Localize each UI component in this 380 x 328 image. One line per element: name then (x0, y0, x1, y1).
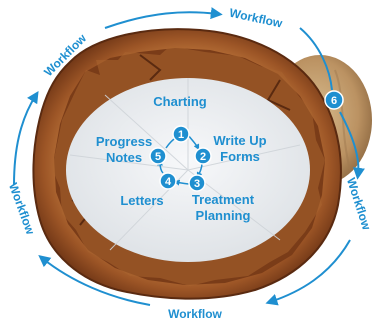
step-circle-3: 3 (189, 175, 205, 191)
label-write-up-forms-line2: Forms (220, 149, 260, 164)
workflow-label-top-right: Workflow (228, 6, 284, 31)
step-number-6: 6 (331, 95, 337, 107)
workflow-label-left: Workflow (6, 181, 38, 237)
label-write-up-forms-line1: Write Up (213, 133, 266, 148)
workflow-label-bottom: Workflow (168, 307, 222, 321)
label-progress-notes-line1: Progress (96, 134, 152, 149)
cycle-arrow-top (105, 12, 218, 28)
step-circle-2: 2 (195, 148, 211, 164)
label-progress-notes-line2: Notes (106, 150, 142, 165)
label-letters: Letters (120, 193, 163, 208)
step-circle-5: 5 (150, 148, 166, 164)
label-treatment-planning-line2: Planning (196, 208, 251, 223)
label-charting: Charting (153, 94, 207, 109)
step-number-4: 4 (165, 176, 172, 188)
step-number-2: 2 (200, 151, 206, 163)
step-number-5: 5 (155, 151, 161, 163)
step-circle-6: 6 (325, 91, 343, 109)
step-circle-4: 4 (160, 173, 176, 189)
label-treatment-planning-line1: Treatment (192, 192, 255, 207)
step-number-1: 1 (178, 129, 184, 141)
step-number-3: 3 (194, 178, 200, 190)
step-circle-1: 1 (173, 126, 189, 142)
workflow-label-right: Workflow (344, 176, 374, 232)
